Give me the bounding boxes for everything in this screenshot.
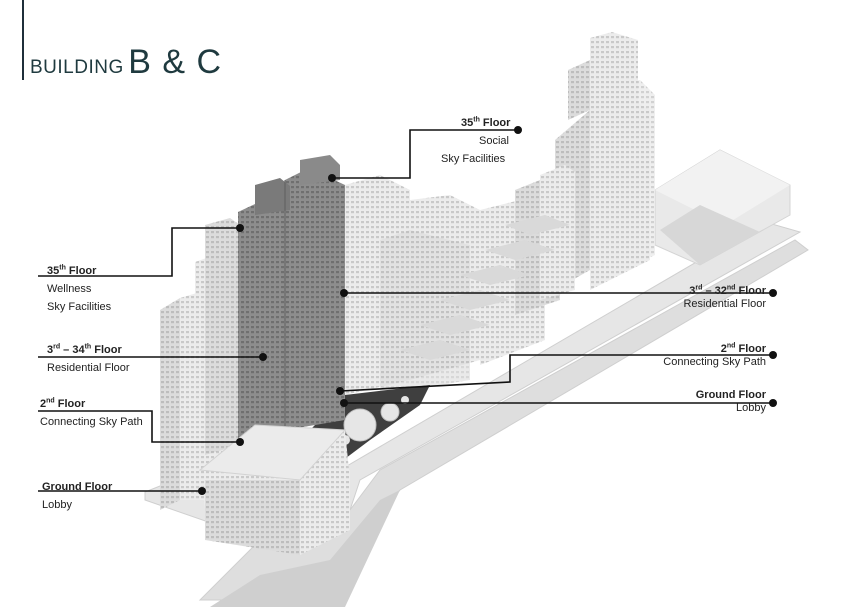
- dot-right-ground: [340, 399, 348, 407]
- floor-ordinal-2: th: [84, 343, 92, 351]
- label-desc-line2: Sky Facilities: [441, 153, 506, 165]
- label-desc-line1: Connecting Sky Path: [663, 356, 766, 368]
- main-tower-dark: [238, 155, 345, 445]
- middle-buildings: [345, 165, 575, 395]
- label-desc-line1: Connecting Sky Path: [40, 416, 143, 428]
- label-left-3rd-34th-floor: 3rd – 34th Floor Residential Floor: [47, 341, 130, 377]
- dot-right-332: [340, 289, 348, 297]
- floor-word: Floor: [479, 117, 511, 129]
- leader-right-35: [332, 129, 518, 179]
- label-desc-line1: Lobby: [42, 499, 72, 511]
- dot-left-ground: [198, 487, 206, 495]
- floor-number: 3: [47, 344, 54, 356]
- floor-range: – 32: [702, 285, 727, 297]
- road-lower: [210, 490, 400, 607]
- dot-left-334: [259, 353, 267, 361]
- floor-word: Floor: [54, 398, 86, 410]
- floor-ordinal: nd: [46, 397, 55, 405]
- dot-right-332-end: [769, 289, 777, 297]
- label-right-35th-floor: 35th Floor Social Sky Facilities: [441, 114, 514, 168]
- floor-range: – 34: [60, 344, 85, 356]
- dot-right-35: [328, 174, 336, 182]
- leader-right-2: [339, 354, 773, 392]
- floor-ordinal: rd: [53, 343, 61, 351]
- dot-right-ground-end: [769, 399, 777, 407]
- label-desc-line1: Wellness: [47, 283, 92, 295]
- label-desc-line1: Residential Floor: [683, 298, 766, 310]
- leader-left-35: [38, 227, 240, 277]
- floor-ordinal: nd: [726, 342, 736, 350]
- floor-ordinal: rd: [695, 284, 703, 292]
- floor-number: 2: [720, 343, 727, 355]
- title-suffix: B & C: [128, 43, 223, 81]
- label-left-ground-floor: Ground Floor Lobby: [42, 478, 112, 514]
- floor-heading: Ground Floor: [695, 389, 766, 401]
- floor-word: Floor: [91, 344, 122, 356]
- dot-left-2: [236, 438, 244, 446]
- podium-right-top: [655, 150, 790, 225]
- label-left-35th-floor: 35th Floor Wellness Sky Facilities: [47, 262, 111, 316]
- floor-word: Floor: [65, 265, 97, 277]
- dot-left-35: [236, 224, 244, 232]
- dot-right-35-end: [514, 126, 522, 134]
- floor-ordinal: th: [473, 116, 480, 124]
- podium-right-slot: [660, 205, 760, 265]
- label-desc-line2: Sky Facilities: [47, 301, 112, 313]
- floor-word: Floor: [735, 285, 766, 297]
- floor-word: Floor: [735, 343, 766, 355]
- dot-right-2: [336, 387, 344, 395]
- title-prefix: BUILDING: [30, 57, 124, 78]
- title-accent-bar: [22, 0, 24, 80]
- floor-number: 35: [47, 265, 60, 277]
- page-title: BUILDING B & C: [30, 45, 222, 79]
- floor-number: 2: [40, 398, 47, 410]
- label-desc-line1: Residential Floor: [47, 362, 130, 374]
- label-desc-line1: Social: [479, 135, 509, 147]
- floor-number: 35: [461, 117, 474, 129]
- floor-heading: Ground Floor: [42, 481, 113, 493]
- label-desc-line1: Lobby: [736, 402, 766, 414]
- callout-lines: [38, 129, 773, 492]
- left-lower-tower: [160, 218, 240, 510]
- front-podium: [198, 424, 350, 555]
- leader-left-2: [38, 410, 240, 443]
- floor-ordinal-2: nd: [726, 284, 736, 292]
- dot-right-2-end: [769, 351, 777, 359]
- label-right-ground-floor: Ground Floor Lobby: [640, 386, 766, 417]
- label-right-2nd-floor: 2nd Floor Connecting Sky Path: [640, 340, 766, 371]
- floor-number: 3: [689, 285, 696, 297]
- floor-ordinal: th: [59, 264, 66, 272]
- label-left-2nd-floor: 2nd Floor Connecting Sky Path: [40, 395, 143, 431]
- label-right-3rd-32nd-floor: 3rd – 32nd Floor Residential Floor: [640, 282, 766, 313]
- callout-dots: [198, 126, 777, 495]
